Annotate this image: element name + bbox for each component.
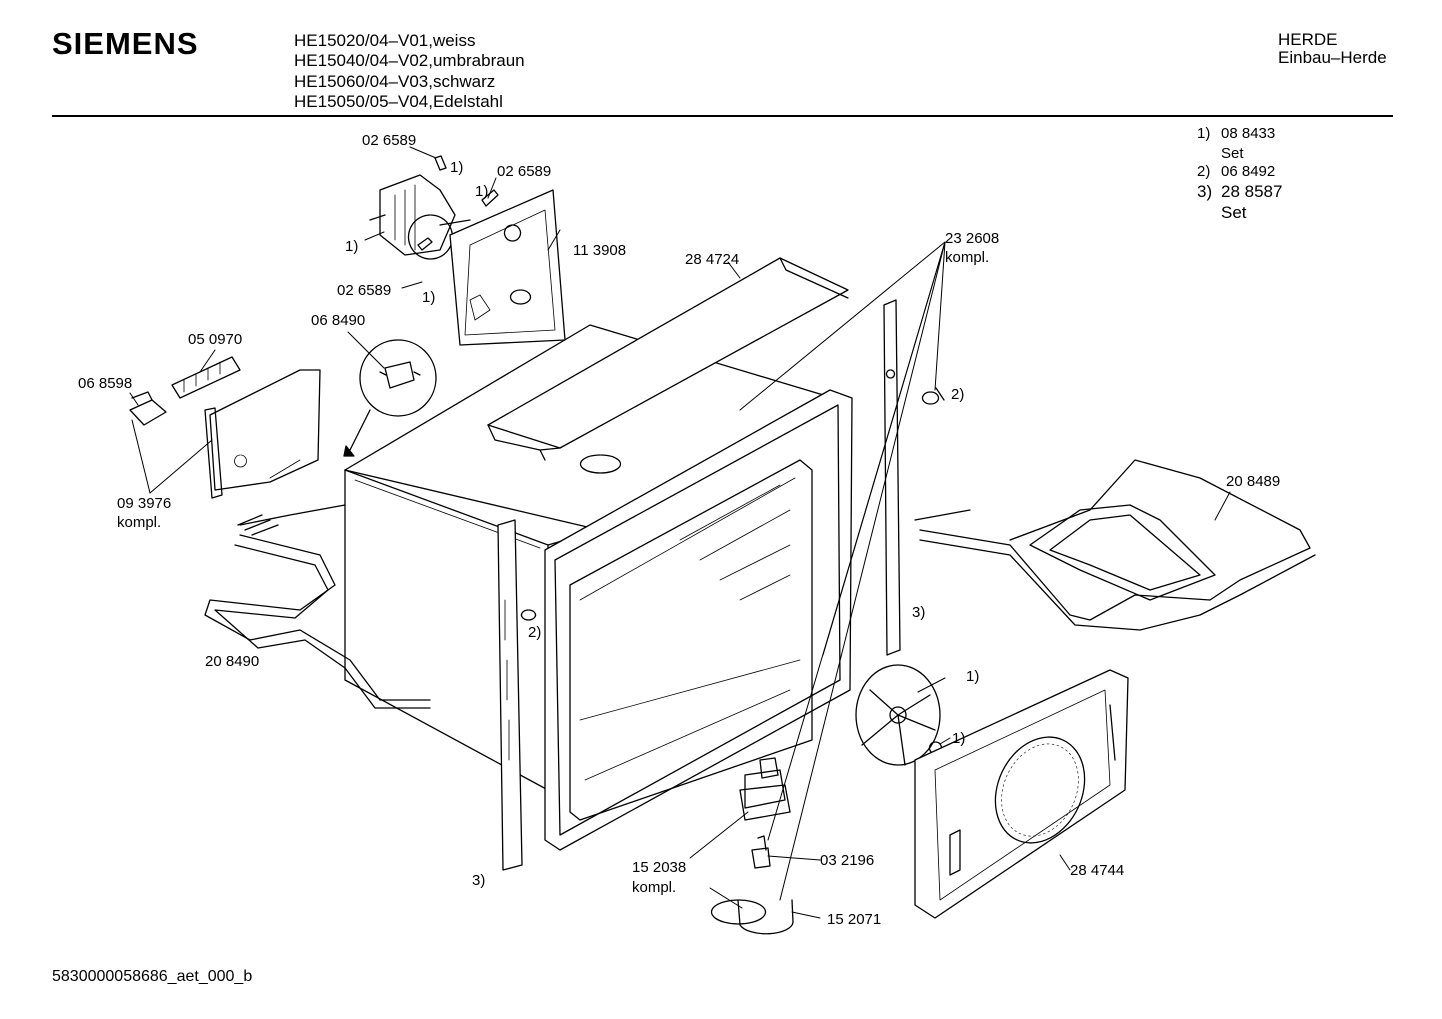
label-fan-clip-right: 02 6589 (497, 163, 552, 180)
label-lamp-socket-sub: kompl. (632, 879, 677, 896)
label-thermostat: 06 8490 (311, 312, 366, 329)
connector-block (172, 357, 240, 398)
label-rear-plate: 11 3908 (573, 242, 627, 259)
model-line-4: HE15050/05–V04,Edelstahl (294, 92, 503, 111)
note-3-num: 3) (1197, 182, 1213, 201)
document-id: 5830000058686_aet_000_b (52, 968, 253, 985)
note-1-num: 1) (1197, 125, 1211, 142)
label-bulb: 03 2196 (820, 852, 875, 869)
category: HERDE (1278, 30, 1338, 49)
subcategory: Einbau–Herde (1278, 48, 1387, 67)
label-top-cover: 28 4724 (685, 251, 740, 268)
rear-plate (450, 190, 565, 345)
roller-parts (522, 388, 944, 620)
model-line-2: HE15040/04–V02,umbrabraun (294, 51, 525, 70)
label-lamp-cover: 15 2071 (827, 911, 882, 928)
label-side-rail-left-ref: 3) (472, 872, 486, 889)
label-fan-clip-right-ref: 1) (475, 183, 489, 200)
label-bracket-set: 09 3976 (117, 495, 172, 512)
thermostat (344, 340, 436, 456)
label-roller-right-ref: 2) (951, 386, 965, 403)
label-fan-clip-bottom-ref: 1) (422, 289, 436, 306)
label-fan-motor-ref: 1) (345, 238, 359, 255)
label-door-seal: 23 2608 (945, 230, 1000, 247)
note-2-num: 2) (1197, 163, 1211, 180)
label-bracket-set-sub: kompl. (117, 514, 162, 531)
note-1-sub: Set (1221, 145, 1244, 162)
label-fan-clip-top: 02 6589 (362, 132, 417, 149)
note-1-code: 08 8433 (1221, 125, 1276, 142)
label-door-seal-sub: kompl. (945, 249, 990, 266)
side-rail-right (884, 300, 900, 655)
label-fan-nut-ref: 1) (952, 730, 966, 747)
fan-wheel (856, 665, 942, 765)
label-fan-cover: 28 4744 (1070, 862, 1125, 879)
lamp-assembly (712, 758, 793, 934)
label-bottom-heater: 20 8490 (205, 653, 260, 670)
label-grill-heater: 20 8489 (1226, 473, 1281, 490)
label-fan-clip-top-ref: 1) (450, 159, 464, 176)
top-cover (488, 258, 848, 460)
bracket-plate (205, 370, 320, 498)
label-roller-left-ref: 2) (528, 624, 542, 641)
bottom-heater (205, 505, 430, 708)
side-rail-left (498, 520, 522, 870)
label-side-rail-right-ref: 3) (912, 604, 926, 621)
connector-plug (130, 392, 166, 425)
fan-motor (370, 156, 498, 259)
label-connector-plug: 06 8598 (78, 375, 133, 392)
label-fan-wheel-ref: 1) (966, 668, 980, 685)
label-fan-clip-bottom: 02 6589 (337, 282, 392, 299)
note-3-sub: Set (1221, 203, 1247, 222)
fan-cover (915, 670, 1128, 918)
label-connector-block: 05 0970 (188, 331, 243, 348)
label-lamp-socket: 15 2038 (632, 859, 687, 876)
header-rule (52, 115, 1393, 117)
grill-heater (915, 460, 1315, 630)
note-2-code: 06 8492 (1221, 163, 1276, 180)
note-3-code: 28 8587 (1221, 182, 1283, 201)
brand-logo: SIEMENS (52, 26, 199, 61)
model-line-1: HE15020/04–V01,weiss (294, 31, 476, 50)
leader-lines (130, 147, 1230, 918)
door-frame (545, 390, 852, 850)
model-line-3: HE15060/04–V03,schwarz (294, 72, 496, 91)
